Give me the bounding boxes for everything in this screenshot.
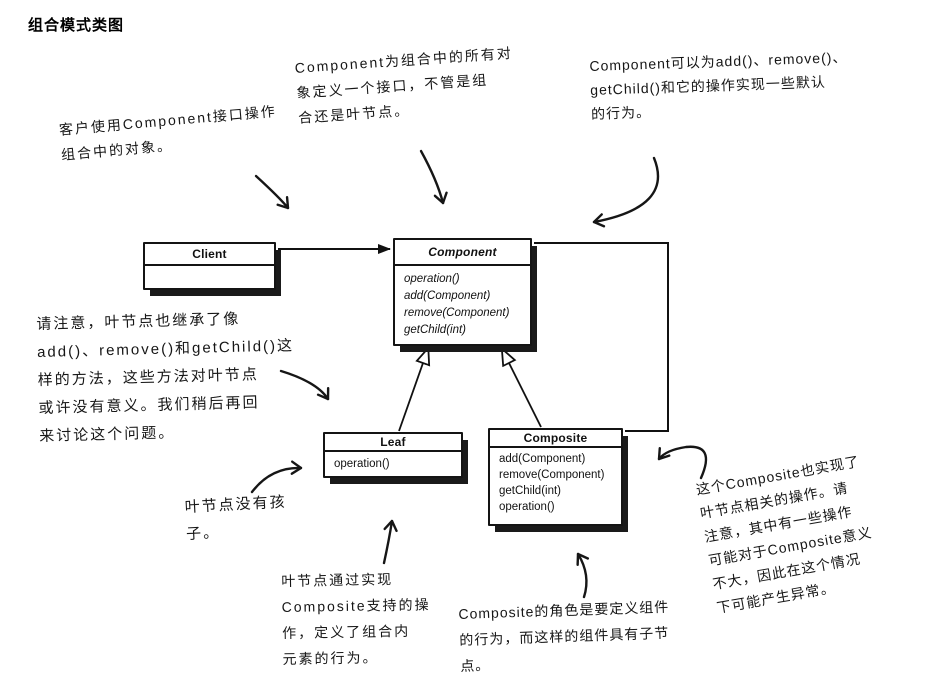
class-method: operation() [404, 272, 460, 285]
class-method: getChild(int) [499, 485, 561, 497]
note-composite-ops: 这个Composite也实现了 叶节点相关的操作。请 注意，其中有一些操作 可能… [694, 453, 874, 616]
note-leaf-impl: 叶节点通过实现 Composite支持的操 作，定义了组合内 元素的行为。 [281, 571, 431, 667]
note-leaf-nochild: 叶节点没有孩 子。 [184, 493, 288, 543]
class-method: operation() [499, 501, 555, 513]
composite-role-note-arrow [576, 552, 590, 599]
class-box-component: Component operation() add(Component) rem… [393, 238, 532, 346]
composite-ops-note-arrow [657, 445, 708, 480]
class-title-client: Client [145, 244, 274, 266]
composite-inheritance-arrow [500, 346, 542, 428]
class-title-composite: Composite [490, 430, 621, 448]
class-box-client: Client [143, 242, 276, 290]
class-method: getChild(int) [404, 323, 466, 336]
note-client: 客户使用Component接口操作 组合中的对象。 [58, 102, 278, 163]
leaf-inheritance-arrow [398, 345, 431, 432]
note-leaf-inherit: 请注意，叶节点也继承了像 add()、remove()和getChild()这 … [36, 310, 295, 445]
component-composite-connector [534, 242, 669, 432]
class-method: add(Component) [499, 453, 586, 465]
class-box-leaf: Leaf operation() [323, 432, 463, 478]
class-title-component: Component [395, 240, 530, 266]
class-method: operation() [334, 457, 390, 470]
leaf-impl-note-arrow [382, 519, 398, 565]
client-note-arrow [254, 174, 290, 210]
class-method: remove(Component) [499, 469, 605, 481]
class-method: remove(Component) [404, 306, 510, 319]
class-method: add(Component) [404, 289, 491, 302]
class-box-composite: Composite add(Component) remove(Componen… [488, 428, 623, 526]
page-title: 组合模式类图 [28, 17, 125, 34]
class-title-leaf: Leaf [325, 434, 461, 452]
note-composite-role: Composite的角色是要定义组件 的行为，而这样的组件具有子节 点。 [458, 598, 670, 674]
note-component: Component为组合中的所有对 象定义一个接口，不管是组 合还是叶节点。 [294, 44, 514, 126]
note-default-behavior: Component可以为add()、remove()、 getChild()和它… [589, 48, 848, 122]
component-note-arrow [419, 149, 448, 205]
default-behavior-note-arrow [592, 156, 660, 228]
